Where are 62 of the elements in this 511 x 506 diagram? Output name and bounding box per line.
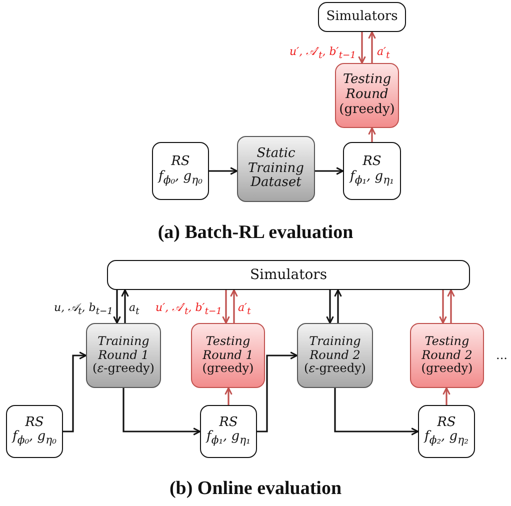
arrow [326,290,334,324]
arrow [113,290,121,324]
process-box [152,142,209,200]
process-box [86,323,161,388]
node-text: (greedy) [339,102,395,118]
node-text: f$_{ϕ₀}$, g$_{η₀}$ [158,170,202,187]
node-text: (ε-greedy) [92,362,154,376]
edge-label: a′$_{t}$ [377,46,390,60]
ellipsis: ... [496,348,508,362]
process-box [343,142,401,200]
process-box [191,323,265,388]
arrow [224,387,232,405]
arrow [222,290,230,324]
node-text: Simulators [250,266,328,284]
process-box [237,136,315,202]
node-text: RS [171,155,190,170]
node-text: RS [362,155,382,170]
process-box [297,323,373,388]
node-text: Simulators [326,10,398,24]
arrow [439,290,447,324]
arrow [334,388,419,436]
arrow [121,289,129,323]
process-box [410,323,484,388]
arrow [442,387,450,405]
arrow [315,167,344,175]
process-box [418,405,475,458]
arrow [209,167,238,175]
node-text: f$_{ϕ₁}$, g$_{η₁}$ [350,170,394,187]
node-text: RS [25,416,44,430]
arrow [63,352,87,432]
node-text: Static Training Dataset [246,146,306,192]
node-text: (greedy) [202,362,254,376]
node-text: f$_{ϕ₂}$, g$_{η₂}$ [424,430,468,448]
process-box [318,2,406,32]
process-box [335,63,399,128]
arrow [447,289,455,323]
process-box [107,260,470,290]
node-text: f$_{ϕ₁}$, g$_{η₁}$ [206,430,250,448]
arrow [257,352,298,432]
arrow [368,127,376,142]
arrow [368,31,376,63]
node-text: Testing Round [342,73,392,103]
node-text: Testing Round 2 [420,334,474,362]
node-text: Testing Round 1 [202,334,254,362]
arrow [358,32,366,64]
process-box [6,405,63,458]
node-text: (greedy) [421,362,473,376]
edge-label: u′, 𝒜′$_{t}$, b′$_{t−1}$ [290,46,356,60]
edge-label: a′$_{t}$ [238,302,251,316]
process-box [200,405,257,458]
arrow [230,289,238,323]
arrow [334,289,342,323]
caption: (b) Online evaluation [169,478,342,499]
caption: (a) Batch-RL evaluation [158,222,354,243]
arrow [122,388,201,436]
node-text: RS [219,416,238,430]
node-text: (ε-greedy) [304,362,366,376]
edge-label: a$_{t}$ [129,302,140,316]
edge-label: u, 𝒜$_{t}$, b$_{t−1}$ [54,302,113,316]
node-text: f$_{ϕ₀}$, g$_{η₀}$ [12,430,56,448]
edge-label: u′, 𝒜′$_{t}$, b′$_{t−1}$ [156,302,222,316]
node-text: RS [437,416,456,430]
